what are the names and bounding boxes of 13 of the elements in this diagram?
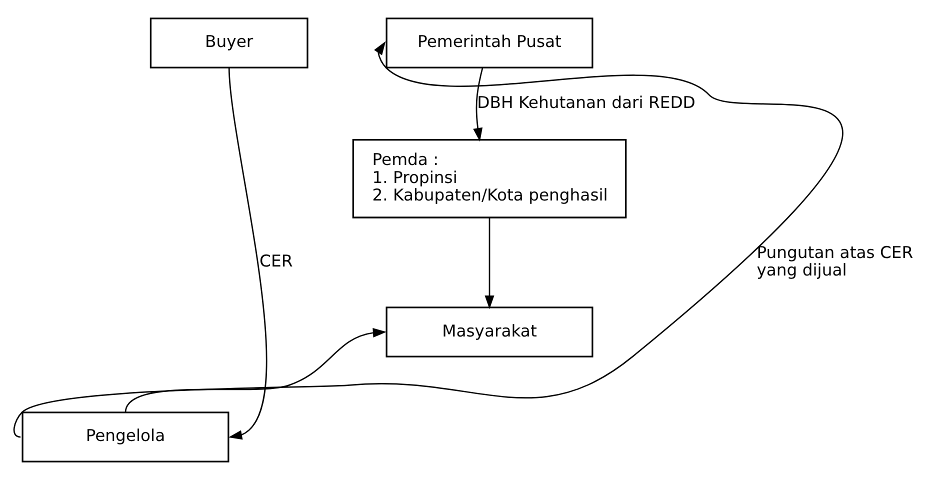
node-box: Pemerintah Pusat bbox=[386, 17, 594, 68]
node-box: Buyer bbox=[150, 17, 308, 68]
edge-label: CER bbox=[260, 251, 293, 270]
node-box: Masyarakat bbox=[386, 306, 594, 357]
node-box: Pengelola bbox=[22, 411, 230, 462]
arrow bbox=[484, 217, 494, 309]
arrow bbox=[124, 328, 387, 412]
arrow bbox=[14, 40, 843, 437]
arrow bbox=[473, 67, 484, 142]
edge-label: Pungutan atas CER yang dijual bbox=[756, 242, 914, 280]
node-box: Pemda : 1. Propinsi 2. Kabupaten/Kota penghasil bbox=[352, 138, 627, 218]
edge-label: DBH Kehutanan dari REDD bbox=[477, 92, 696, 112]
arrow bbox=[228, 67, 267, 440]
